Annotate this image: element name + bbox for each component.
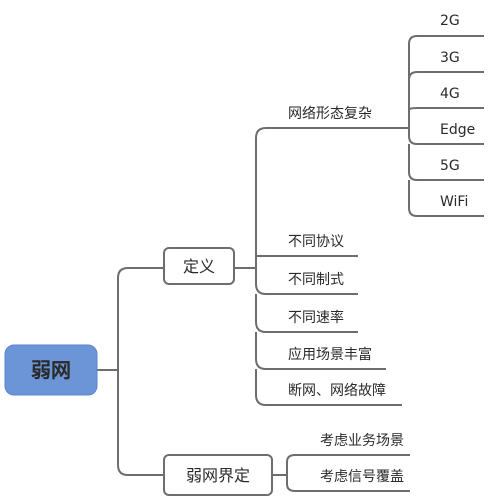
connector-network-forms-3g [408,71,484,81]
node-protocols[interactable]: 不同协议 [288,234,344,250]
root-node-label: 弱网 [31,358,71,382]
connector-network-forms-5g [408,144,484,181]
node-rates[interactable]: 不同速率 [288,309,344,326]
root-node[interactable]: 弱网 [4,344,98,396]
leaf-3g[interactable]: 3G [440,50,460,66]
node-outage[interactable]: 断网、网络故障 [288,383,386,399]
connector-network-forms-edge [408,128,484,145]
connector-definition-standards [255,268,358,295]
connector-network-forms-4g [408,107,484,111]
branch-definition-label: 定义 [183,257,215,276]
branch-definition-box [163,247,235,285]
leaf-2g[interactable]: 2G [440,13,460,29]
leaf-edge[interactable]: Edge [440,122,475,138]
branch-definition[interactable]: 定义 [163,247,235,285]
criteria-children: 考虑业务场景 考虑信号覆盖 [320,433,404,485]
branch-weak-net-criteria-label: 弱网界定 [186,466,250,485]
connector-definition-app-scenarios [255,332,386,370]
node-standards[interactable]: 不同制式 [288,272,344,288]
leaf-5g[interactable]: 5G [440,158,460,174]
connector-root-definition [97,267,164,371]
network-form-leaves: 2G 3G 4G Edge 5G WiFi [440,13,475,210]
connector-definition-outage [255,369,402,406]
node-network-forms[interactable]: 网络形态复杂 [288,105,372,122]
node-signal-coverage[interactable]: 考虑信号覆盖 [320,469,404,485]
connector-definition-rates [255,294,358,333]
leaf-4g[interactable]: 4G [440,86,460,102]
definition-children: 网络形态复杂 不同协议 不同制式 不同速率 应用场景丰富 断网、网络故障 [288,105,386,399]
branch-weak-net-criteria[interactable]: 弱网界定 [163,454,273,496]
root-node-box [4,344,98,396]
node-app-scenarios[interactable]: 应用场景丰富 [288,346,372,363]
connector-criteria-business [272,454,410,476]
connector-network-forms-2g [402,35,484,129]
connector-criteria-signal [286,475,410,492]
connector-network-forms-wifi [408,180,484,217]
connector-definition-protocols [234,254,358,269]
branch-weak-net-criteria-box [163,454,273,496]
connector-definition-network-forms [234,127,402,269]
node-business-scenarios[interactable]: 考虑业务场景 [320,433,404,449]
leaf-wifi[interactable]: WiFi [440,194,468,210]
connector-root-weak-net-criteria [97,369,164,476]
connectors [97,35,484,492]
